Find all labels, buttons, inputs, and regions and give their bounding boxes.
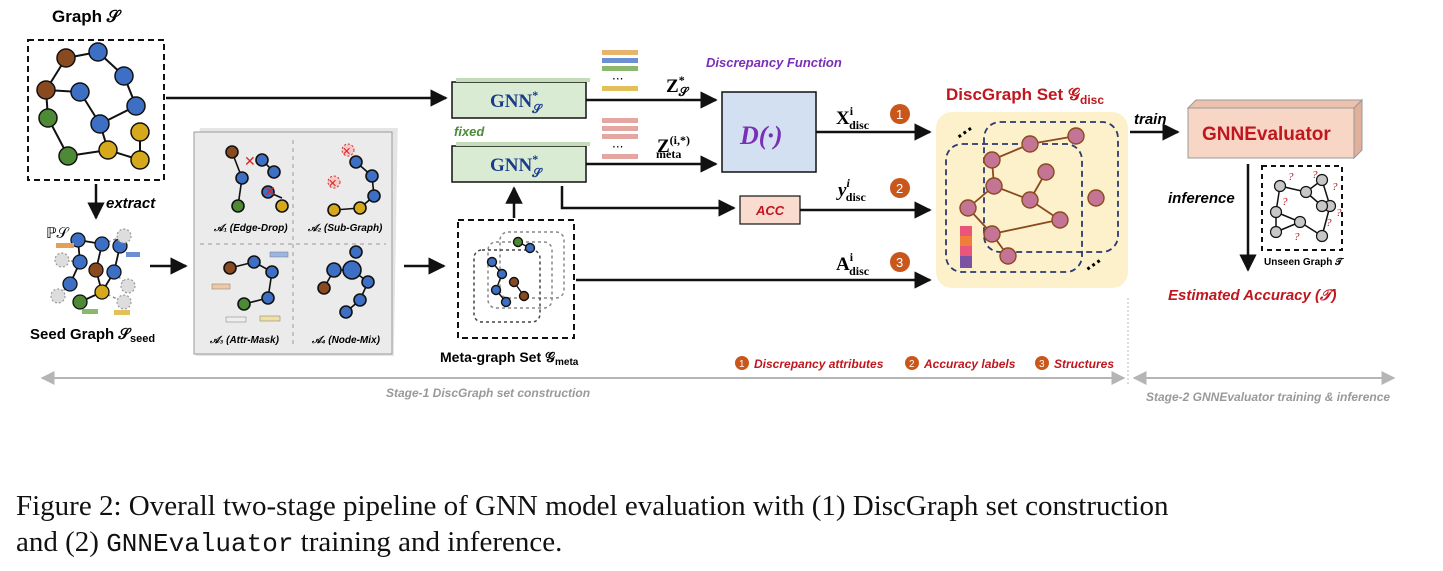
gnn-box-bottom [451,145,587,183]
edge-drop-cross-icon: ✕ [244,154,256,170]
extract-label: extract [106,195,156,212]
svg-text:?: ? [1282,196,1288,208]
badge-1: 1 [890,104,910,124]
gnn-box-top-depth [456,78,590,82]
figure-caption: Figure 2: Overall two-stage pipeline of … [16,488,1436,562]
aug-label-edge-drop: 𝒜₁ (Edge-Drop) [213,223,288,234]
meta-graph-box [457,219,575,339]
gnnevaluator-box [1186,98,1364,160]
seed-feature-bars [56,243,140,315]
discgraph-stack [945,121,1119,273]
unknown-label-icons: ??? ??? ? [1282,169,1342,243]
meta-graph-nodes [486,236,536,308]
discgraph-attribute-bar [960,226,972,268]
svg-text:?: ? [1326,217,1332,229]
svg-text:2: 2 [896,181,903,196]
svg-text:?: ? [1336,207,1342,219]
gnn-to-acc-arrow [560,186,736,217]
d-label: D(·) [739,121,783,150]
estimated-accuracy-label: Estimated Accuracy (𝒯) [1168,287,1337,304]
fixed-label: fixed [454,124,485,139]
subgraph-removed-icon: ✕ ✕ [327,143,355,190]
aug-label-node-mix: 𝒜₄ (Node-Mix) [311,335,381,346]
graph-title: Graph 𝒮 [52,7,122,26]
aug-attr-mask-graph [223,255,279,311]
augmentation-panel [193,128,398,356]
caption-line-2-pre: and (2) [16,526,107,558]
seed-graph-label: Seed Graph 𝒮seed [30,326,155,345]
svg-text:···: ··· [612,140,623,154]
svg-text:?: ? [1288,171,1294,183]
meta-graph-set-label: Meta-graph Set 𝒢meta [440,349,579,368]
gnnevaluator-label: GNNEvaluator [1202,124,1331,145]
stage2-label: Stage-2 GNNEvaluator training & inferenc… [1146,390,1390,404]
graph-s-box [27,39,165,181]
aug-edge-drop-graph [225,145,289,213]
svg-text:?: ? [1332,181,1338,193]
unseen-graph-box [1261,165,1343,251]
aug-label-attr-mask: 𝒜₃ (Attr-Mask) [209,335,280,346]
embedding-bottom-icon: ··· [602,118,638,159]
discgraph-nodes [959,127,1105,265]
aug-label-sub-graph: 𝒜₂ (Sub-Graph) [307,223,383,234]
legend-accuracy-labels: Accuracy labels [923,357,1016,371]
aug-node-mix-graph [317,245,375,319]
svg-text:···: ··· [612,72,623,86]
d-box [721,91,817,173]
svg-text:3: 3 [1039,359,1045,370]
caption-line-2-post: training and inference. [293,526,563,558]
graph-s-nodes [36,42,150,170]
seed-graph-ghost-nodes [50,228,136,310]
acc-label: ACC [755,203,785,218]
gnn-box-top [451,81,587,119]
legend: 1 Discrepancy attributes 2 Accuracy labe… [735,356,1114,371]
badge-2: 2 [890,178,910,198]
attr-mask-bars [211,251,289,323]
edge-drop-cross-icon-2: ✕ [264,184,276,200]
aug-subgraph-graph [327,155,381,217]
z-s-label: Z*𝒮 [666,73,690,99]
train-label: train [1134,111,1167,128]
svg-text:3: 3 [896,255,903,270]
gnn-label-bottom: GNN*𝒮 [490,152,543,180]
svg-text:2: 2 [909,359,915,370]
badge-3: 3 [890,252,910,272]
svg-text:?: ? [1294,231,1300,243]
diagram-canvas: Graph 𝒮 extract ℙ𝒮 [27,7,1396,404]
unseen-graph-label: Unseen Graph 𝒯 [1264,256,1345,268]
legend-structures: Structures [1054,357,1114,371]
gnn-label-top: GNN*𝒮 [490,88,543,116]
svg-text:1: 1 [896,107,903,122]
svg-text:✕: ✕ [342,145,351,158]
caption-line-1: Figure 2: Overall two-stage pipeline of … [16,490,1169,522]
caption-gnnevaluator: GNNEvaluator [106,529,294,559]
stage1-label: Stage-1 DiscGraph set construction [386,386,590,400]
svg-text:✕: ✕ [328,177,337,190]
svg-text:?: ? [1312,169,1318,181]
ps-label: ℙ𝒮 [46,226,70,242]
unseen-graph-nodes [1269,173,1337,243]
discrepancy-function-label: Discrepancy Function [706,55,842,70]
z-meta-label: Z(i,*)meta [656,133,690,161]
embedding-top-icon: ··· [602,50,638,91]
discgraph-set-label: DiscGraph Set 𝒢disc [946,85,1104,107]
svg-text:1: 1 [739,359,745,370]
gnn-box-bottom-depth [456,142,590,146]
inference-label: inference [1168,190,1235,207]
seed-graph-nodes [62,232,128,310]
legend-discrepancy-attributes: Discrepancy attributes [754,357,884,371]
